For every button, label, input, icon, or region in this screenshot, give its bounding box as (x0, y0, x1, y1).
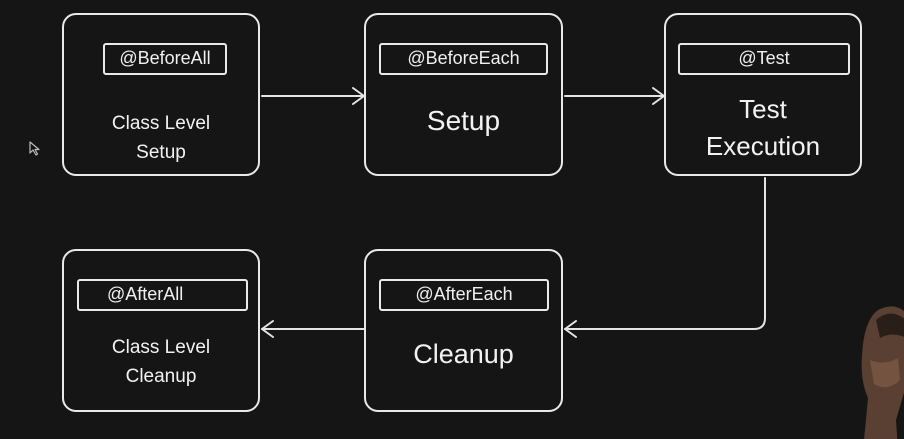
presenter-video-overlay (861, 306, 904, 439)
arrowhead-aftereach-to-afterall (261, 320, 274, 338)
node-test: @Test Test Execution (664, 13, 862, 176)
arrow-test-to-aftereach (564, 177, 766, 330)
node-title: Cleanup (366, 336, 561, 372)
annotation-tag-afterall: @AfterAll (77, 279, 248, 311)
node-title: Class Level Setup (64, 109, 258, 167)
node-title-line: Class Level (111, 337, 211, 358)
node-after-all: @AfterAll Class Level Cleanup (62, 249, 260, 412)
annotation-tag-beforeall: @BeforeAll (103, 43, 227, 75)
node-title: Class Level Cleanup (64, 333, 258, 391)
node-before-each: @BeforeEach Setup (364, 13, 563, 176)
node-after-each: @AfterEach Cleanup (364, 249, 563, 412)
annotation-tag-aftereach: @AfterEach (379, 279, 549, 311)
node-title-line: Class Level (111, 113, 211, 134)
node-title-line: Setup (426, 105, 501, 136)
node-title-line: Test (739, 94, 787, 124)
node-title: Setup (366, 103, 561, 139)
annotation-tag-test: @Test (678, 43, 850, 75)
node-title-line: Cleanup (413, 339, 514, 369)
node-title-line: Setup (136, 142, 186, 163)
annotation-tag-beforeeach: @BeforeEach (379, 43, 548, 75)
node-title-line: Cleanup (125, 366, 197, 387)
node-title-line: Execution (705, 131, 821, 161)
node-before-all: @BeforeAll Class Level Setup (62, 13, 260, 176)
mouse-pointer-icon (29, 141, 40, 156)
arrowhead-test-to-aftereach (564, 320, 577, 338)
node-title: Test Execution (666, 91, 860, 165)
